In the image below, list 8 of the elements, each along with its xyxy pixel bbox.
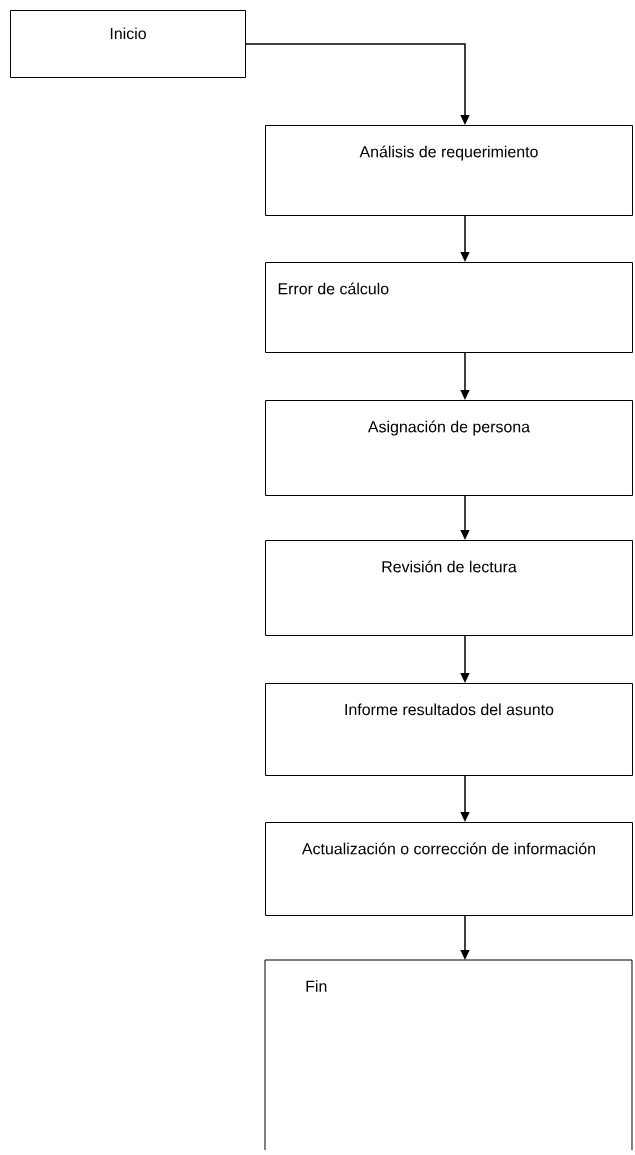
- process-box: Revisión de lectura: [265, 540, 633, 636]
- process-box: Informe resultados del asunto: [265, 683, 633, 776]
- process-box: Inicio: [10, 10, 246, 78]
- process-box: Error de cálculo: [265, 262, 633, 353]
- process-box: Asignación de persona: [265, 400, 633, 496]
- process-box: Fin: [264, 959, 633, 1151]
- process-box: Análisis de requerimiento: [265, 125, 633, 216]
- process-box: Actualización o corrección de información: [265, 822, 633, 916]
